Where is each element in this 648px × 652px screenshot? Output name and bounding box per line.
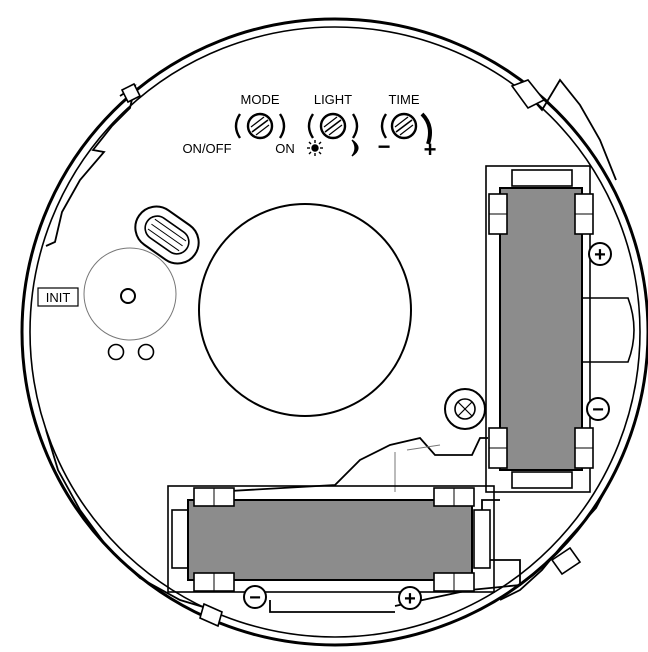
time-knob-hatch <box>395 119 413 133</box>
battery-horizontal-holder <box>167 485 495 593</box>
mode-bracket-left <box>234 113 242 139</box>
time-control[interactable]: TIME − + <box>378 92 437 162</box>
light-bracket-left <box>307 113 315 139</box>
mode-bracket-right <box>278 113 286 139</box>
light-knob-hatch-2 <box>323 116 338 128</box>
battery-horizontal-minus-label: − <box>249 587 261 609</box>
mode-control[interactable]: MODE ON/OFF ON <box>182 92 294 156</box>
led-right <box>137 343 155 361</box>
battery-vertical-plus-label: + <box>594 244 606 266</box>
tab-bottom-right <box>550 546 582 576</box>
compartment-thin-1 <box>406 444 441 451</box>
battery-vertical-body <box>499 187 583 471</box>
init-label-box <box>37 287 79 307</box>
slot-line-1 <box>151 223 183 247</box>
sun-icon <box>307 140 323 156</box>
time-bracket-left <box>380 113 388 139</box>
battery-vertical-holder <box>485 165 591 493</box>
light-bracket-right <box>351 113 359 139</box>
init-button[interactable] <box>120 288 136 304</box>
side-connector-outline <box>580 297 635 363</box>
battery-vertical: + − <box>485 165 612 493</box>
battery-horizontal-plus-label: + <box>404 588 416 610</box>
housing <box>20 17 648 647</box>
light-knob-hatch-3 <box>328 124 343 136</box>
tab-top-left <box>120 82 142 104</box>
slot-line-3 <box>147 228 180 252</box>
mode-label: MODE <box>241 92 280 107</box>
led-left <box>107 343 125 361</box>
battery-horizontal-minus-icon <box>243 585 267 609</box>
mode-right-label: ON <box>275 141 295 156</box>
ring-tabs <box>120 79 582 628</box>
battery-vertical-minus-label: − <box>592 399 604 421</box>
mode-knob-hatch-2 <box>250 116 265 128</box>
light-label: LIGHT <box>314 92 352 107</box>
time-minus-label: − <box>378 134 391 159</box>
init-thin-circle <box>83 247 177 341</box>
time-plus-label: + <box>424 137 437 162</box>
outer-ring <box>20 17 648 647</box>
battery-horizontal-plus-icon <box>398 586 422 610</box>
time-label: TIME <box>388 92 419 107</box>
time-bracket-right <box>420 112 432 145</box>
init-area: INIT <box>37 247 177 361</box>
battery-vertical-minus-icon <box>586 397 610 421</box>
time-knob-hatch-2 <box>394 116 409 128</box>
init-label: INIT <box>46 290 71 305</box>
battery-horizontal-body <box>187 499 473 581</box>
time-knob-hatch-3 <box>399 124 414 136</box>
light-control[interactable]: LIGHT <box>307 92 359 157</box>
mode-knob-hatch-3 <box>255 124 270 136</box>
mode-left-label: ON/OFF <box>182 141 231 156</box>
tab-bottom-left <box>199 602 223 628</box>
screw <box>444 388 486 430</box>
side-connector <box>580 297 635 363</box>
slot-line-2 <box>154 218 187 242</box>
slot-inner <box>144 215 190 255</box>
slot-button[interactable] <box>127 198 207 271</box>
battery-vertical-plus-icon <box>588 242 612 266</box>
light-knob-hatch <box>324 119 342 133</box>
battery-vertical-bottom-plate <box>511 471 573 489</box>
base-outline <box>45 78 617 613</box>
tab-top-right <box>510 79 546 110</box>
sensor-lens <box>198 203 412 417</box>
moon-icon <box>351 139 359 157</box>
battery-horizontal-left-plate <box>171 509 189 569</box>
battery-horizontal: − + <box>167 485 495 610</box>
mode-knob-hatch <box>251 119 269 133</box>
battery-vertical-top-plate <box>511 169 573 187</box>
inner-ring <box>29 26 641 638</box>
battery-horizontal-right-plate <box>473 509 491 569</box>
